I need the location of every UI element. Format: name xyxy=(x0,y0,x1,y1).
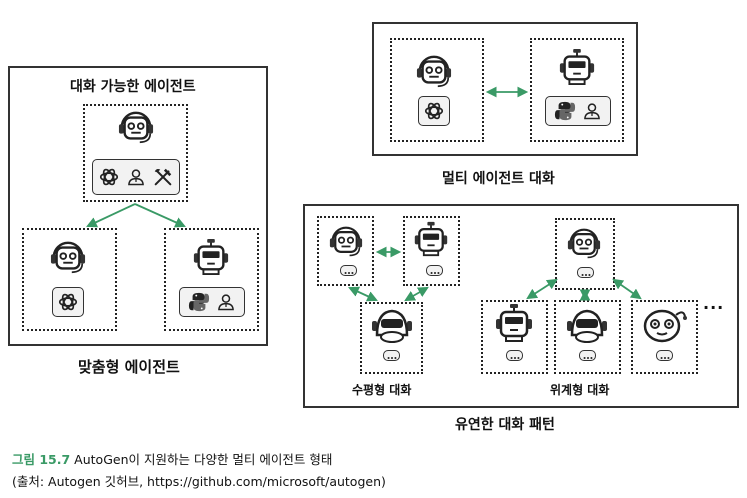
multi-agent-title: 멀티 에이전트 대화 xyxy=(442,171,555,187)
openai-logo-icon xyxy=(57,291,79,313)
robot-antenna-icon xyxy=(558,48,596,86)
chat-bubble-icon xyxy=(656,350,673,361)
openai-logo-icon xyxy=(423,100,445,122)
chat-bubble-icon xyxy=(579,350,596,361)
python-logo-icon xyxy=(554,100,576,122)
hierarchical-left-arrow xyxy=(526,278,558,300)
horizontal-right-arrow xyxy=(404,286,429,302)
robot-headset-icon xyxy=(49,240,87,276)
ellipsis-label: ... xyxy=(703,294,725,313)
user-icon xyxy=(216,292,236,312)
python-user-box xyxy=(545,96,611,126)
chat-bubble-icon xyxy=(426,265,443,276)
chat-bubble-icon xyxy=(506,350,523,361)
robot-round-icon xyxy=(565,307,609,345)
robot-headset-icon xyxy=(117,110,155,146)
hierarchical-right-arrow xyxy=(612,278,642,300)
conversable-to-left-arrow xyxy=(86,203,136,228)
horizontal-left-arrow xyxy=(348,286,378,302)
customized-agent-title: 맞춤형 에이전트 xyxy=(78,358,180,376)
openai-box xyxy=(52,287,84,317)
robot-antenna-icon xyxy=(413,220,449,258)
conversable-to-right-arrow xyxy=(134,203,186,228)
horizontal-title: 수평형 대화 xyxy=(352,383,412,397)
robot-headset-icon xyxy=(328,225,364,259)
robot-face-icon xyxy=(640,307,688,345)
chat-bubble-icon xyxy=(383,350,400,361)
robot-headset-icon xyxy=(415,54,453,90)
hierarchical-title: 위계형 대화 xyxy=(550,383,610,397)
robot-round-icon xyxy=(370,307,414,345)
robot-antenna-icon xyxy=(192,238,230,276)
python-user-box xyxy=(179,287,245,317)
user-icon xyxy=(126,167,146,187)
figure-text: AutoGen이 지원하는 다양한 멀티 에이전트 형태 xyxy=(70,452,333,467)
figure-caption: 그림 15.7 AutoGen이 지원하는 다양한 멀티 에이전트 형태 xyxy=(12,449,332,468)
openai-box xyxy=(418,96,450,126)
conversable-agent-title: 대화 가능한 에이전트 xyxy=(70,79,196,95)
figure-label: 그림 15.7 xyxy=(12,452,71,467)
robot-antenna-icon xyxy=(494,303,534,343)
flexible-patterns-title: 유연한 대화 패턴 xyxy=(455,417,555,433)
chat-bubble-icon xyxy=(577,267,594,278)
openai-logo-icon xyxy=(98,166,120,188)
python-logo-icon xyxy=(188,291,210,313)
robot-headset-icon xyxy=(566,227,602,261)
conversable-tools-row xyxy=(92,159,180,195)
tools-icon xyxy=(152,166,174,188)
figure-source: (출처: Autogen 깃허브, https://github.com/mic… xyxy=(12,474,386,489)
chat-bubble-icon xyxy=(340,265,357,276)
user-icon xyxy=(582,101,602,121)
